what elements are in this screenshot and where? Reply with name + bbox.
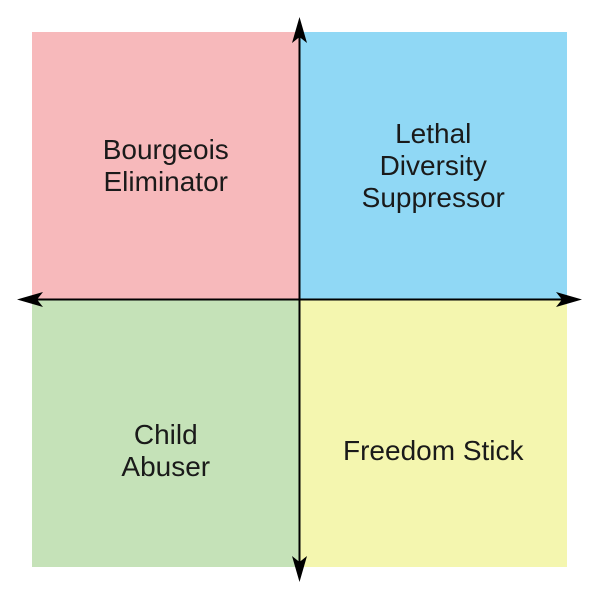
quadrant-bottom-right: Freedom Stick [299,299,567,567]
quadrant-top-left: Bourgeois Eliminator [32,32,300,300]
quadrant-bottom-left: Child Abuser [32,299,300,567]
quadrant-top-right: Lethal Diversity Suppressor [299,32,567,300]
quadrant-top-right-label: Lethal Diversity Suppressor [361,117,505,213]
quadrant-top-left-label: Bourgeois Eliminator [102,133,229,197]
quadrant-bottom-left-label: Child Abuser [121,419,211,483]
quadrant-bottom-right-label: Freedom Stick [343,435,524,467]
